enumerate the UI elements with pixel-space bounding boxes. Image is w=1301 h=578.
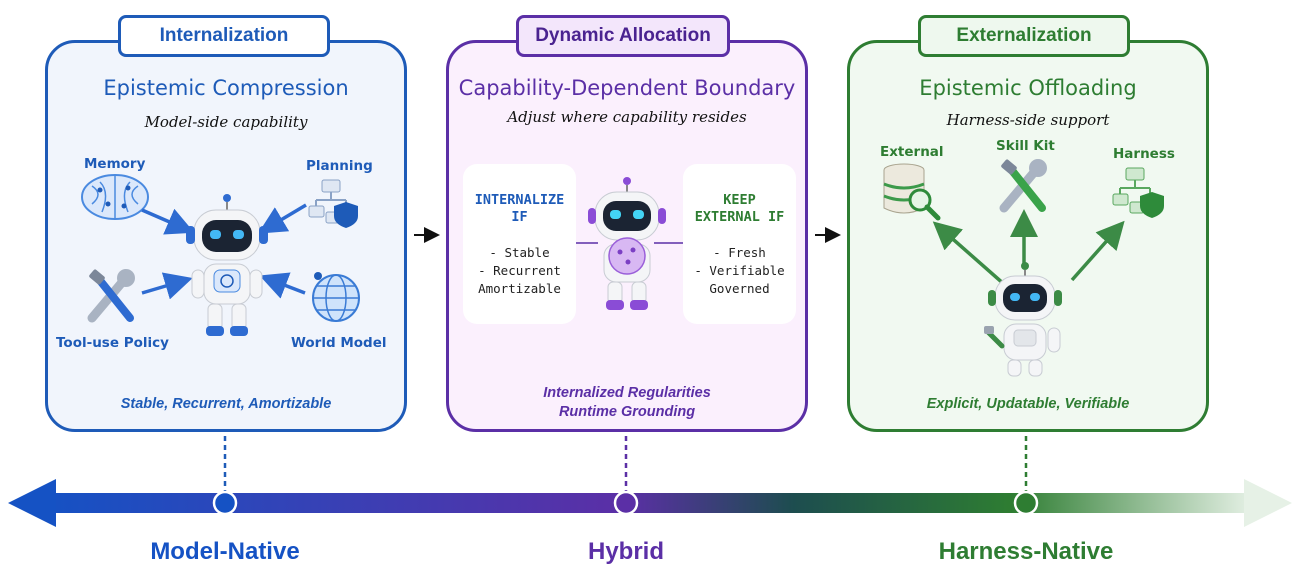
harness-native-label: Harness-Native	[938, 538, 1114, 565]
robot-icon	[984, 262, 1062, 377]
wrench-icon	[999, 159, 1047, 213]
external-label: External	[880, 144, 944, 160]
right-heading: Epistemic Offloading	[919, 76, 1137, 100]
model-native-label: Model-Native	[150, 538, 300, 565]
left-heading: Epistemic Compression	[103, 76, 349, 100]
keep-external-line-2: - Verifiable	[694, 263, 785, 278]
robot-icon	[186, 194, 268, 336]
internalize-title-2: IF	[511, 209, 528, 225]
tool-use-label: Tool-use Policy	[56, 335, 169, 351]
internalize-line-1: - Stable	[489, 245, 550, 260]
robot-icon	[588, 177, 666, 310]
keep-external-title-2: EXTERNAL IF	[694, 209, 785, 225]
middle-heading: Capability-Dependent Boundary	[458, 76, 796, 100]
left-footer: Stable, Recurrent, Amortizable	[120, 396, 332, 412]
harness-label: Harness	[1113, 146, 1175, 162]
database-search-icon	[883, 163, 941, 221]
harness-flowchart-icon	[1112, 167, 1164, 218]
planning-flowchart-icon	[308, 179, 358, 228]
world-model-label: World Model	[291, 335, 387, 351]
globe-icon	[312, 272, 360, 322]
hybrid-label: Hybrid	[587, 538, 664, 565]
internalize-line-2: - Recurrent	[478, 263, 561, 278]
middle-footer-2: Runtime Grounding	[558, 404, 696, 420]
planning-label: Planning	[306, 158, 373, 174]
keep-external-title-1: KEEP	[723, 192, 756, 208]
tools-icon	[87, 269, 135, 323]
internalization-tab: Internalization	[118, 15, 330, 57]
middle-subtitle: Adjust where capability resides	[507, 108, 747, 126]
internalize-card: INTERNALIZE IF - Stable - Recurrent Amor…	[463, 164, 576, 324]
externalization-tab: Externalization	[918, 15, 1130, 57]
skill-kit-label: Skill Kit	[996, 138, 1055, 154]
keep-external-card: KEEP EXTERNAL IF - Fresh - Verifiable Go…	[683, 164, 796, 324]
internalize-title-1: INTERNALIZE	[474, 192, 565, 208]
keep-external-line-3: Governed	[709, 281, 770, 296]
brain-icon	[81, 174, 149, 220]
left-subtitle: Model-side capability	[144, 113, 308, 131]
memory-label: Memory	[84, 156, 146, 172]
dynamic-allocation-tab: Dynamic Allocation	[516, 15, 730, 57]
right-footer: Explicit, Updatable, Verifiable	[926, 396, 1130, 412]
right-subtitle: Harness-side support	[946, 111, 1110, 129]
keep-external-line-1: - Fresh	[713, 245, 766, 260]
internalize-line-3: Amortizable	[478, 281, 561, 296]
middle-footer-1: Internalized Regularities	[543, 385, 711, 401]
